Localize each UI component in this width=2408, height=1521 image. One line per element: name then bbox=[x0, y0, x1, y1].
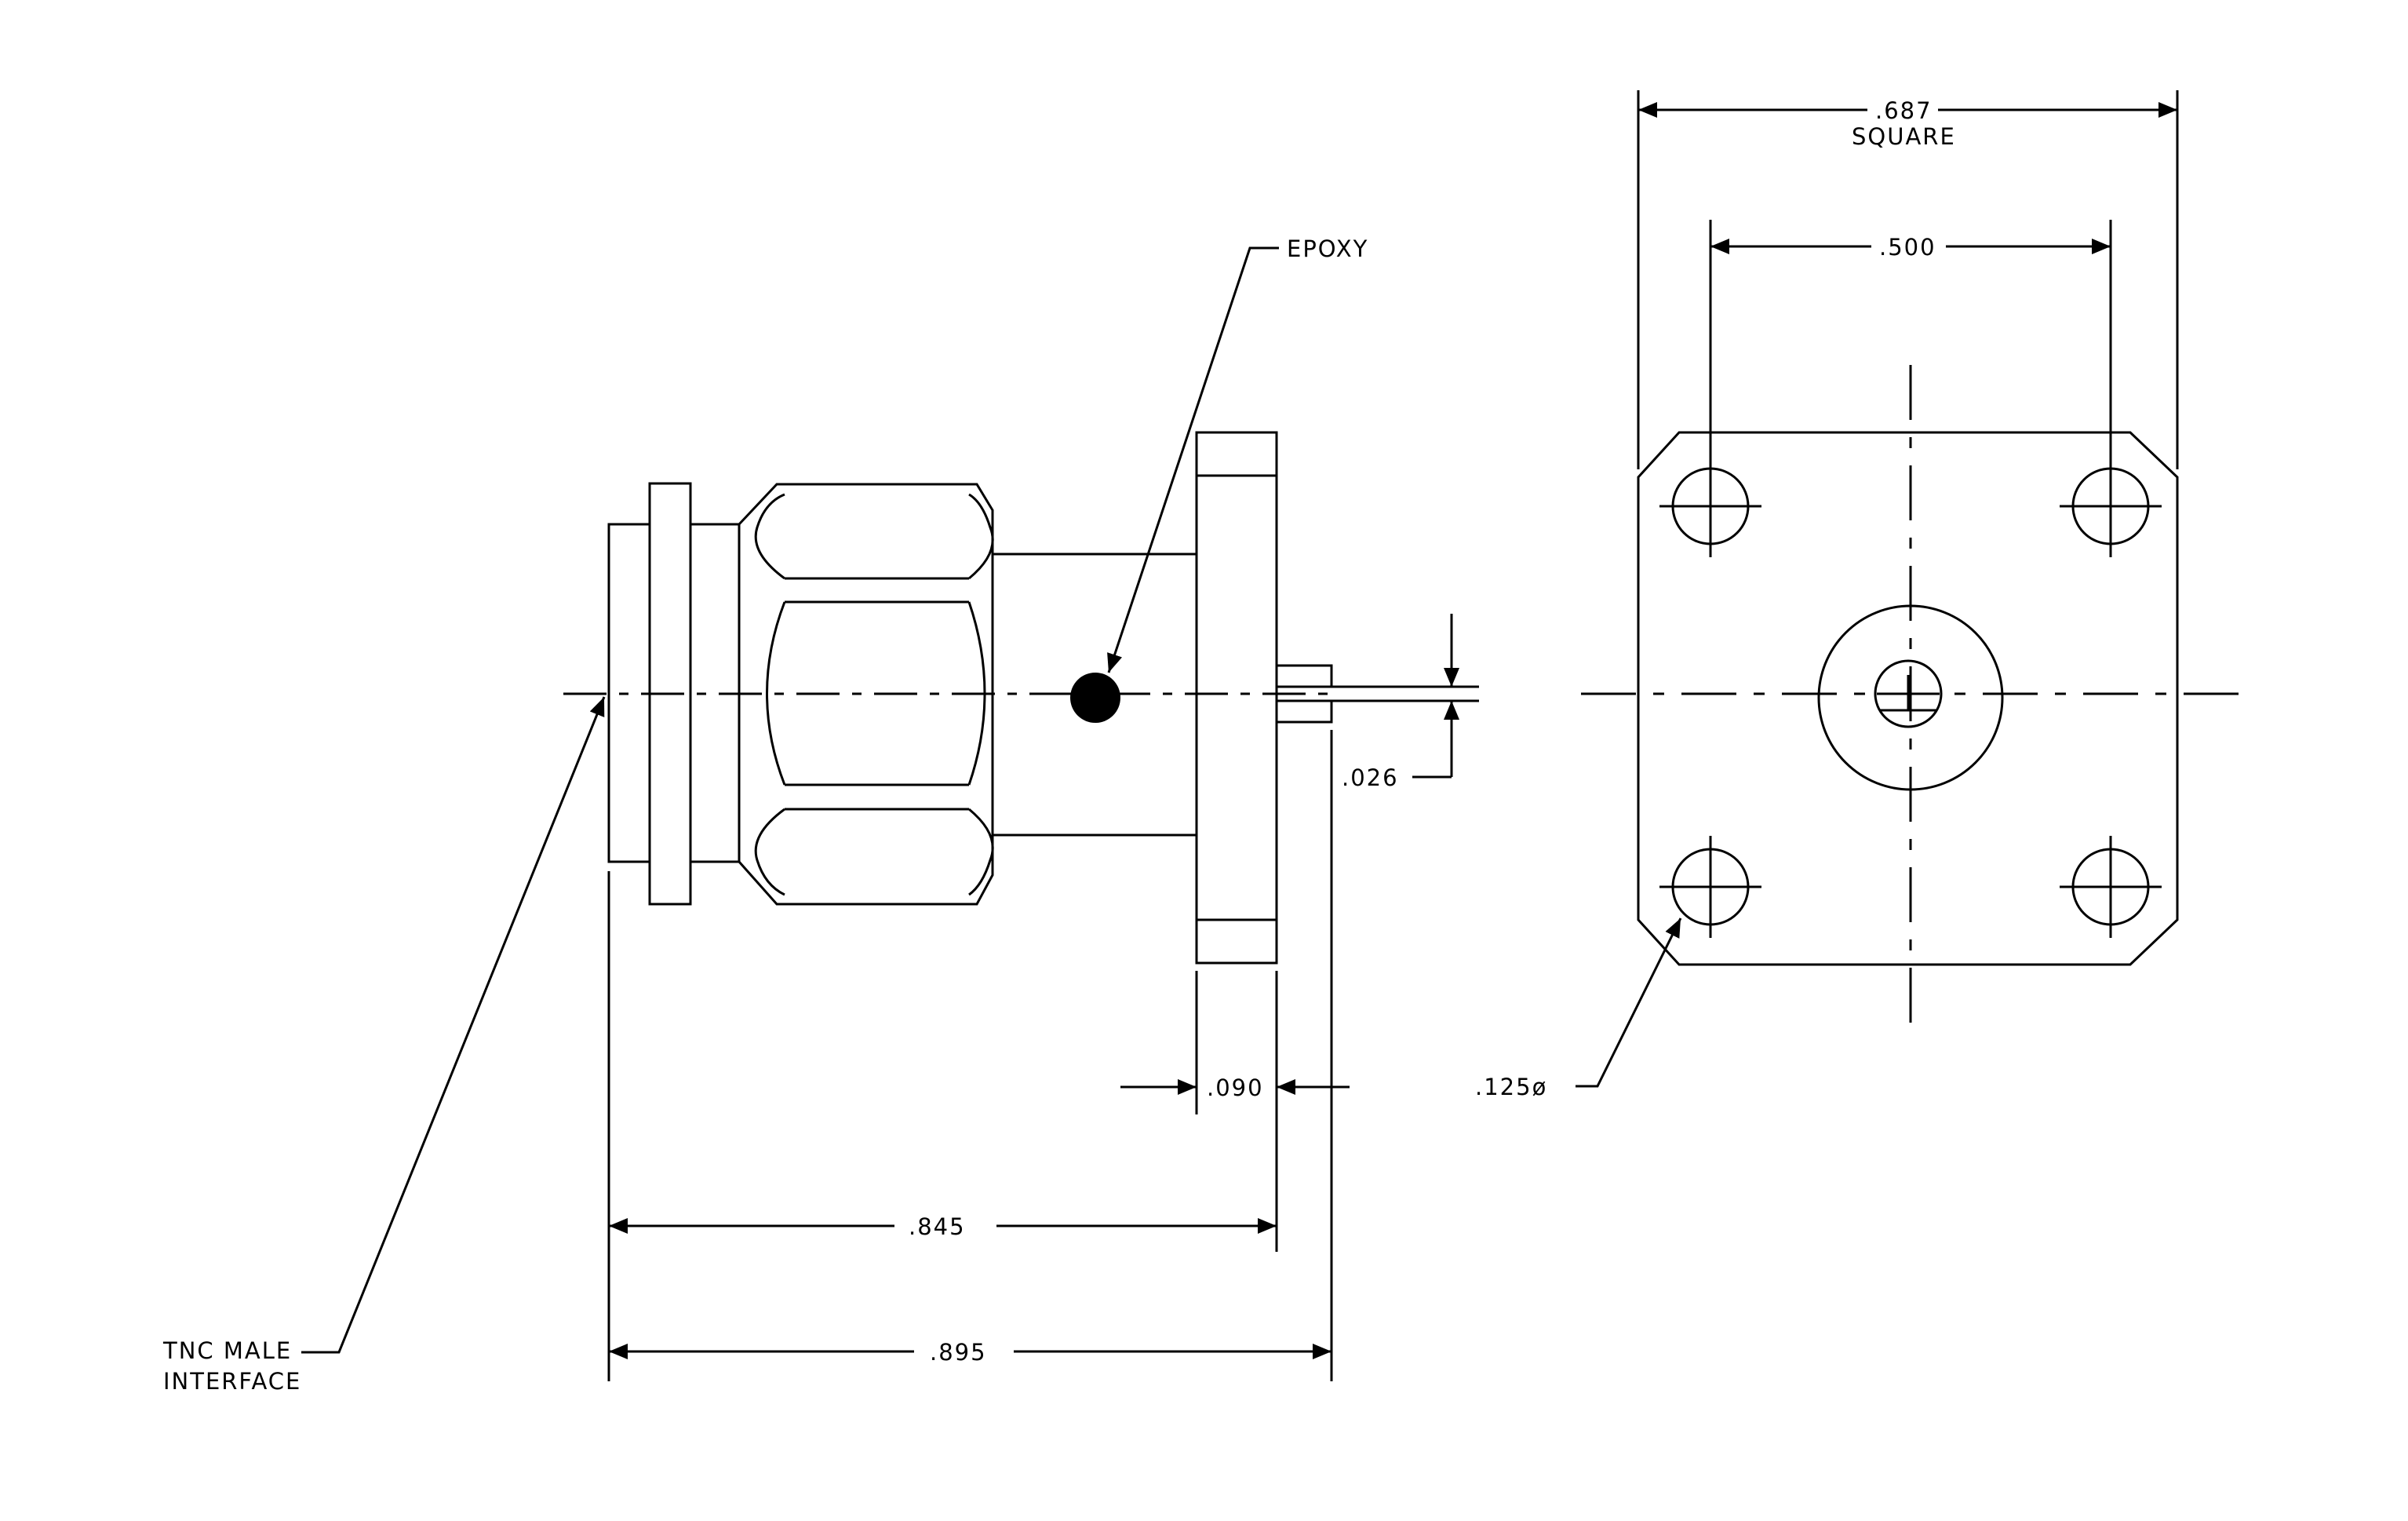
pin-face bbox=[1874, 659, 1943, 728]
mounting-hole-tl bbox=[1659, 455, 1761, 557]
dim-hole-diameter: .125ø bbox=[1475, 1074, 1547, 1100]
dim-body-length: .845 bbox=[909, 1213, 966, 1240]
hex-nut bbox=[738, 483, 994, 906]
interface-leader bbox=[301, 696, 606, 1354]
contact-pin bbox=[1277, 664, 1479, 724]
interface-label-line1: TNC MALE bbox=[162, 1337, 292, 1364]
dim-flange-square-note: SQUARE bbox=[1852, 123, 1956, 150]
interface-label-line2: INTERFACE bbox=[163, 1368, 301, 1395]
dim-hole-spacing: .500 bbox=[1879, 234, 1936, 261]
dim-pin-diameter: .026 bbox=[1342, 764, 1399, 791]
front-view bbox=[1576, 90, 2244, 1088]
mounting-hole-tr bbox=[2060, 455, 2162, 557]
mounting-hole-br bbox=[2060, 836, 2162, 938]
hole-leader bbox=[1576, 917, 1682, 1088]
mounting-hole-bl bbox=[1659, 836, 1761, 938]
epoxy-leader bbox=[1107, 246, 1279, 673]
epoxy-label: EPOXY bbox=[1287, 235, 1368, 262]
dim-flange-square: .687 bbox=[1875, 97, 1933, 124]
flange-side bbox=[1195, 431, 1278, 965]
side-view bbox=[301, 246, 1479, 1381]
dim-overall-length: .895 bbox=[930, 1339, 987, 1366]
dim-flange-thickness: .090 bbox=[1207, 1074, 1264, 1101]
epoxy-dot bbox=[1070, 673, 1120, 723]
flange-front bbox=[1637, 431, 2179, 966]
dielectric-circle bbox=[1817, 604, 2004, 791]
